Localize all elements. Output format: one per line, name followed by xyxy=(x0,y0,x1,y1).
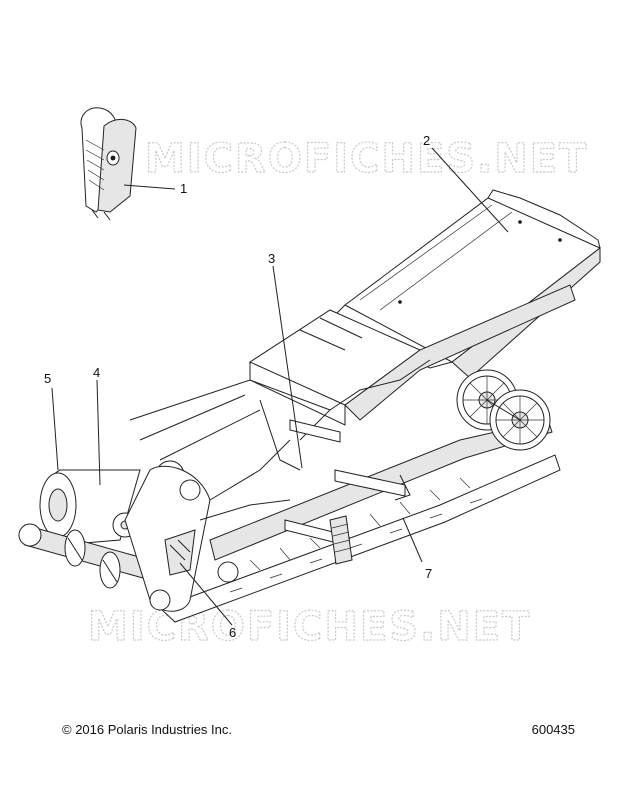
callout-4: 4 xyxy=(93,365,100,380)
front-drive xyxy=(18,439,291,612)
watermark-top: MICROFICHES.NET xyxy=(145,136,588,182)
part-3-frame xyxy=(129,284,576,623)
callout-7: 7 xyxy=(425,566,432,581)
callout-2: 2 xyxy=(423,133,430,148)
leader-lines xyxy=(51,147,509,626)
callout-6: 6 xyxy=(229,625,236,640)
copyright-text: © 2016 Polaris Industries Inc. xyxy=(62,722,232,737)
idler-wheels xyxy=(456,369,551,451)
callout-5: 5 xyxy=(44,371,51,386)
callout-1: 1 xyxy=(180,181,187,196)
document-number: 600435 xyxy=(531,722,575,737)
watermark-bottom: MICROFICHES.NET xyxy=(88,604,531,650)
part-1-flap xyxy=(80,107,137,221)
callout-3: 3 xyxy=(268,251,275,266)
